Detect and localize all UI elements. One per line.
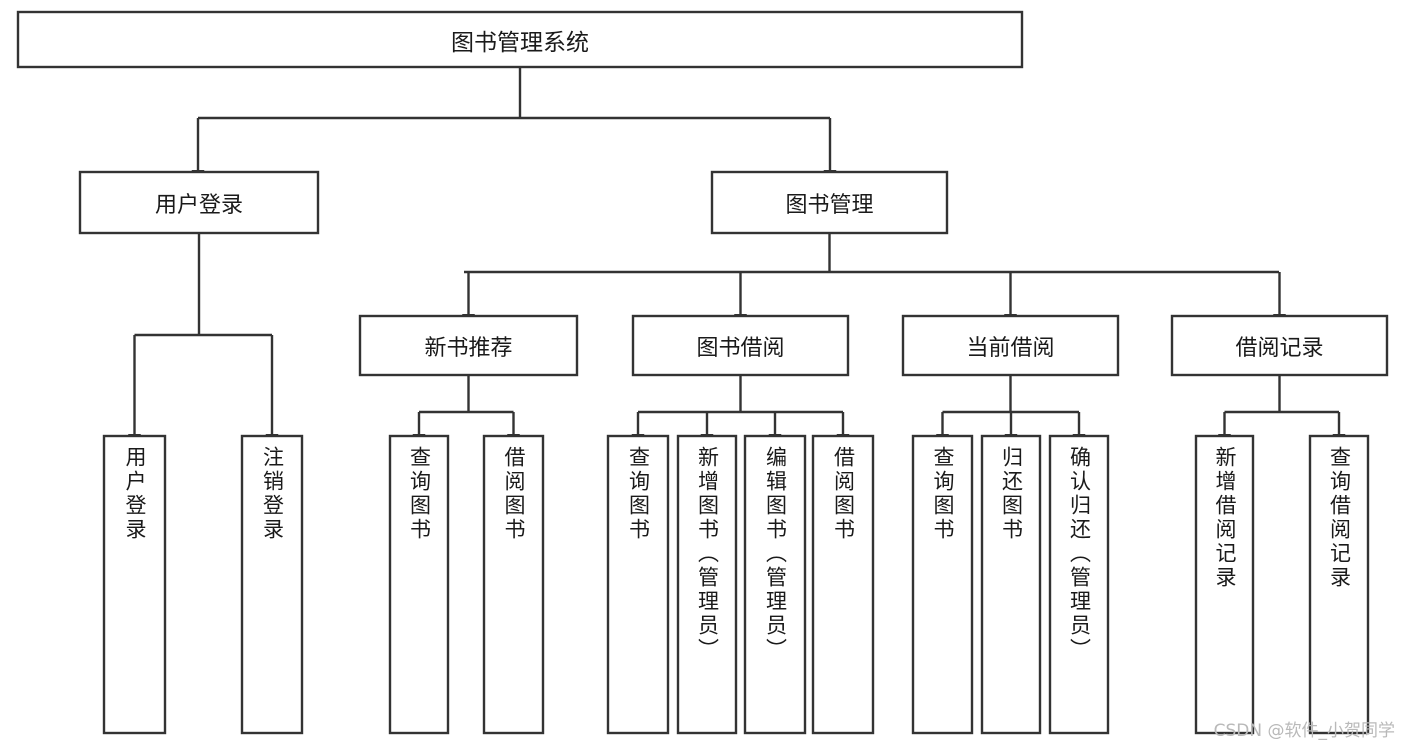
node-leaf-bb-edit-book-box[interactable]	[743, 434, 807, 735]
node-root-box[interactable]	[16, 10, 1024, 69]
node-leaf-user-login-box[interactable]	[102, 434, 167, 735]
node-book-borrow-box[interactable]	[631, 314, 850, 377]
node-leaf-user-logout-box[interactable]	[240, 434, 304, 735]
node-current-borrow-box[interactable]	[901, 314, 1120, 377]
node-boxes	[16, 10, 1389, 735]
connector-edges	[128, 67, 1346, 445]
node-new-book-rec-box[interactable]	[358, 314, 579, 377]
node-user-login-box[interactable]	[78, 170, 320, 235]
node-leaf-cb-confirm-return-box[interactable]	[1048, 434, 1110, 735]
node-leaf-bb-query-book-box[interactable]	[606, 434, 670, 735]
watermark-text: CSDN @软件_小贺同学	[1213, 721, 1395, 741]
node-book-manage-box[interactable]	[710, 170, 949, 235]
node-leaf-rec-query-book-box[interactable]	[388, 434, 450, 735]
node-borrow-record-box[interactable]	[1170, 314, 1389, 377]
node-leaf-bb-add-book-box[interactable]	[676, 434, 738, 735]
node-leaf-cb-return-book-box[interactable]	[980, 434, 1042, 735]
node-leaf-cb-query-book-box[interactable]	[911, 434, 974, 735]
node-leaf-br-query-record-box[interactable]	[1308, 434, 1370, 735]
node-leaf-bb-borrow-book-box[interactable]	[811, 434, 875, 735]
node-leaf-br-add-record-box[interactable]	[1194, 434, 1255, 735]
node-leaf-rec-borrow-book-box[interactable]	[482, 434, 545, 735]
